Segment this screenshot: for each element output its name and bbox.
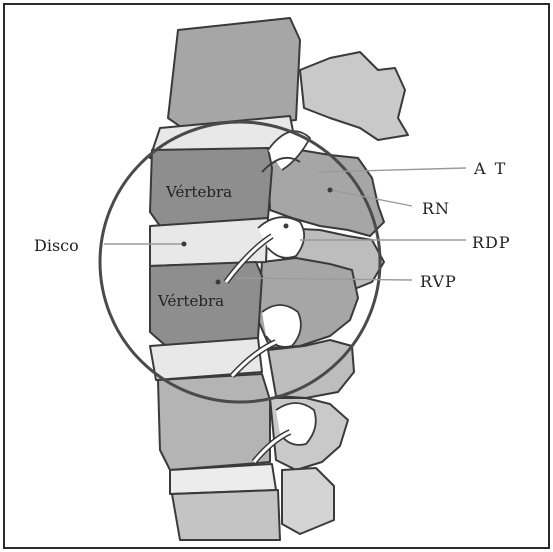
dot-rdp	[284, 224, 289, 229]
dot-rvp	[216, 280, 221, 285]
label-rdp: RDP	[472, 233, 511, 252]
label-rvp: RVP	[420, 272, 457, 291]
vertebra-top	[168, 18, 300, 132]
label-vertebra-upper: Vértebra	[165, 183, 232, 201]
label-disco: Disco	[34, 236, 79, 255]
posterior-base	[282, 468, 334, 534]
disc-bottom	[170, 464, 276, 494]
dot-disco	[182, 242, 187, 247]
dot-rn	[328, 188, 333, 193]
facet-lower	[268, 340, 354, 398]
label-vertebra-lower: Vértebra	[157, 292, 224, 310]
label-rn: RN	[422, 199, 450, 218]
vertebra-base	[172, 490, 280, 540]
disc-middle	[150, 218, 268, 266]
label-at: A T	[473, 159, 507, 178]
vertebra-bottom	[158, 374, 270, 470]
